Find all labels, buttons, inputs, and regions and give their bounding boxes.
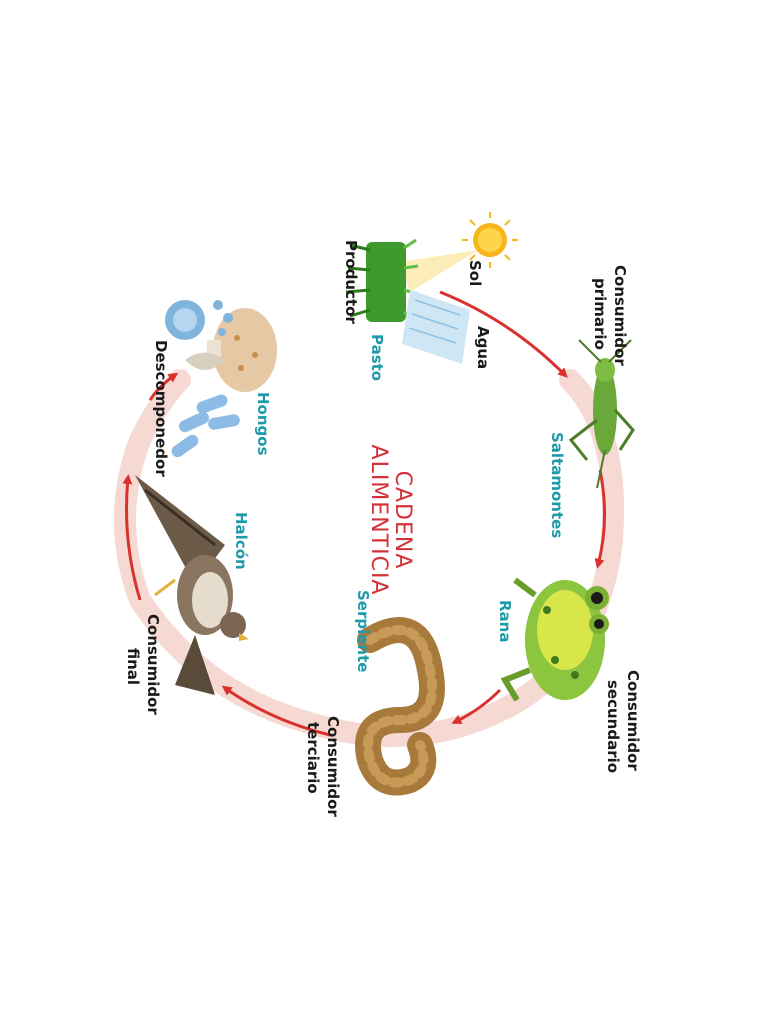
label-consumidor-final-1: Consumidor (144, 614, 162, 715)
label-consumidor-terciario-2: terciario (304, 722, 322, 794)
label-halcon: Halcón (232, 512, 250, 570)
arrow-halcon-to-hongos (122, 474, 142, 601)
label-rana: Rana (496, 600, 514, 642)
mushroom-icon (185, 308, 277, 392)
label-agua: Agua (474, 326, 492, 369)
frog-icon (500, 577, 609, 702)
arrow-serpiente-to-halcon (221, 685, 331, 737)
title-line1: CADENA (390, 471, 415, 570)
bacteria-icon (165, 300, 240, 458)
snake-icon (355, 617, 445, 796)
cycle-arrows (122, 290, 606, 737)
water-icon (402, 290, 470, 364)
sunbeam-icon (400, 250, 478, 292)
label-sol: Sol (466, 260, 484, 286)
label-consumidor-secundario-1: Consumidor (624, 670, 642, 771)
label-productor: Productor (342, 240, 360, 324)
sun-icon (462, 212, 518, 268)
diagram-title: CADENA ALIMENTICIA (366, 445, 415, 596)
label-pasto: Pasto (368, 334, 386, 381)
label-hongos: Hongos (254, 392, 272, 456)
grasshopper-icon (568, 339, 635, 489)
arrow-saltamontes-to-rana (594, 469, 606, 569)
label-saltamontes: Saltamontes (548, 432, 566, 538)
label-consumidor-secundario-2: secundario (604, 680, 622, 773)
label-descomponedor: Descomponedor (152, 340, 170, 477)
label-consumidor-terciario-1: Consumidor (324, 716, 342, 817)
label-serpiente: Serpiente (354, 590, 372, 672)
hawk-icon (135, 475, 249, 695)
label-consumidor-primario-1: Consumidor (611, 265, 629, 366)
arrow-sol-to-saltamontes (439, 290, 568, 378)
arrow-hongos-to-pasto (148, 372, 179, 401)
label-consumidor-final-2: final (124, 648, 142, 685)
title-line2: ALIMENTICIA (366, 445, 391, 596)
label-consumidor-primario-2: primario (591, 278, 609, 350)
arrow-rana-to-serpiente (451, 688, 502, 724)
